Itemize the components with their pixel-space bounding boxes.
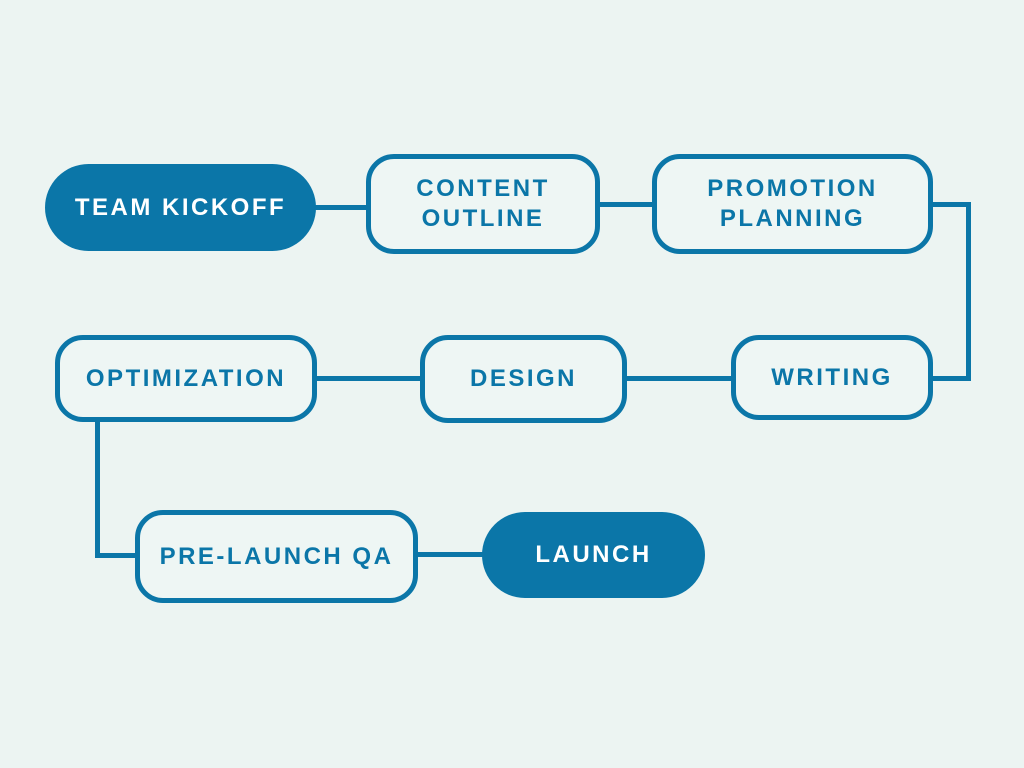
edge-promotion-to-writing-top [929, 202, 971, 207]
node-promotion-planning-label: PROMOTION PLANNING [707, 175, 878, 232]
node-writing: WRITING [731, 335, 933, 420]
node-design-label: DESIGN [469, 365, 577, 392]
edge-optimization-to-qa-vertical [95, 418, 100, 558]
node-promotion-planning: PROMOTION PLANNING [652, 154, 933, 254]
node-design: DESIGN [420, 335, 627, 423]
node-launch-label: LAUNCH [535, 541, 652, 568]
edge-promotion-to-writing-bottom [929, 376, 971, 381]
edge-design-to-optimization [313, 376, 424, 381]
node-optimization-label: OPTIMIZATION [85, 364, 287, 392]
edge-kickoff-to-outline [312, 205, 370, 210]
node-content-outline: CONTENT OUTLINE [366, 154, 600, 254]
node-team-kickoff: TEAM KICKOFF [45, 164, 316, 251]
edge-optimization-to-qa-horizontal [95, 553, 139, 558]
node-pre-launch-qa-label: PRE-LAUNCH QA [159, 542, 394, 570]
node-content-outline-label: CONTENT OUTLINE [416, 175, 550, 232]
edge-qa-to-launch [414, 552, 486, 557]
node-optimization: OPTIMIZATION [55, 335, 317, 422]
edge-outline-to-promotion [596, 202, 656, 207]
edge-promotion-to-writing-vertical [966, 202, 971, 381]
node-writing-label: WRITING [771, 363, 893, 391]
node-pre-launch-qa: PRE-LAUNCH QA [135, 510, 418, 603]
edge-writing-to-design [623, 376, 735, 381]
node-launch: LAUNCH [482, 512, 705, 598]
node-team-kickoff-label: TEAM KICKOFF [74, 193, 287, 221]
